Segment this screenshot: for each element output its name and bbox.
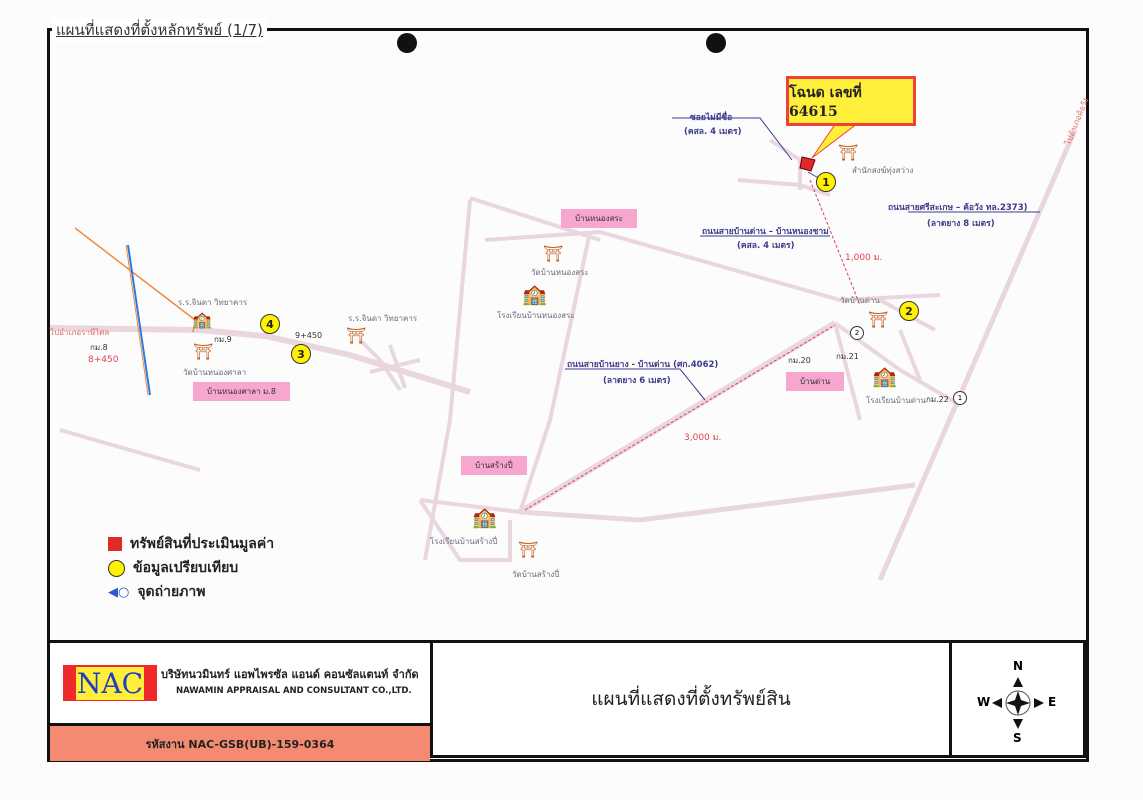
school-icon: 🏫 <box>872 364 897 388</box>
map-title: แผนที่แสดงที่ตั้งทรัพย์สิน <box>430 640 952 758</box>
comparable-marker: 4 <box>260 314 280 334</box>
temple-icon: ⛩ <box>868 310 889 329</box>
comparable-marker: 3 <box>291 344 311 364</box>
road-surface: (ลาดยาง 6 เมตร) <box>603 376 671 386</box>
village-label: บ้านด่าน <box>786 372 845 391</box>
compass-west: W <box>977 695 991 709</box>
company-logo: NAC <box>63 665 157 701</box>
legend-photo: จุดถ่ายภาพ <box>137 584 206 600</box>
temple-icon: ⛩ <box>543 244 564 263</box>
punch-hole <box>706 33 726 53</box>
leader-lines <box>565 117 1040 401</box>
road-surface: (คสล. 4 เมตร) <box>737 241 795 251</box>
compass-rose-icon <box>992 677 1044 729</box>
legend-comparable: ข้อมูลเปรียบเทียบ <box>133 560 239 576</box>
company-box: NAC บริษัทนวมินทร์ แอพไพรซัล แอนด์ คอนซั… <box>47 640 433 761</box>
deed-callout: โฉนด เลขที่ 64615 <box>786 76 916 126</box>
road-label: ถนนสายศรีสะเกษ – ค้อวัง ทล.2373) <box>888 203 1028 213</box>
place-label: วัดบ้านสร้างปี่ <box>512 570 560 579</box>
place-label: โรงเรียนบ้านสร้างปี่ <box>430 537 498 546</box>
comparable-icon <box>108 559 125 577</box>
road-label: ถนนสายบ้านยาง - บ้านด่าน (ศก.4062) <box>567 360 719 370</box>
place-label: ร.ร.จินดา วิทยาคาร <box>348 314 418 323</box>
road-surface: (ลาดยาง 8 เมตร) <box>927 219 995 229</box>
road-label: ซอยไม่มีชื่อ <box>690 113 733 123</box>
photo-point-icon: ◀○ <box>108 584 130 600</box>
roads <box>49 129 1078 581</box>
legend-property: ทรัพย์สินที่ประเมินมูลค่า <box>130 536 275 552</box>
photo-point-icon: 2 <box>850 326 864 340</box>
compass-south: S <box>1013 731 1022 745</box>
company-name-en: NAWAMIN APPRAISAL AND CONSULTANT CO.,LTD… <box>176 686 412 696</box>
temple-icon: ⛩ <box>838 143 859 162</box>
place-label: วัดบ้านหนองศาลา <box>183 368 247 377</box>
road-network <box>49 117 1078 581</box>
school-icon: 🏫 <box>522 282 547 306</box>
route-line <box>809 179 861 306</box>
property-marker <box>799 156 816 172</box>
temple-icon: ⛩ <box>193 342 214 361</box>
distance-label: 3,000 ม. <box>684 433 722 443</box>
photo-point-icon: 1 <box>953 391 967 405</box>
road-label: ถนนสายบ้านด่าน – บ้านหนองชาม <box>702 227 829 237</box>
place-label: โรงเรียนบ้านหนองสระ <box>497 311 575 320</box>
page-title: แผนที่แสดงที่ตั้งหลักทรัพย์ (1/7) <box>52 18 267 42</box>
job-code: รหัสงาน NAC-GSB(UB)-159-0364 <box>50 723 430 761</box>
canal-line <box>74 227 196 333</box>
direction-label: ไปอำเภอราษีไศล <box>50 328 110 337</box>
place-label: วัดบ้านด่าน <box>840 296 880 305</box>
school-icon: 🏫 <box>472 505 497 529</box>
legend: ทรัพย์สินที่ประเมินมูลค่า ข้อมูลเปรียบเท… <box>108 532 274 604</box>
km-post-label: กม.9 <box>214 335 232 344</box>
place-label: ร.ร.จินดา วิทยาคาร <box>178 298 248 307</box>
km-post-label: กม.22 <box>926 395 949 404</box>
place-label: สำนักสงฆ์ทุ่งสว่าง <box>852 166 914 175</box>
temple-icon: ⛩ <box>518 540 539 559</box>
property-marker-label: 1 <box>816 172 836 192</box>
place-label: วัดบ้านหนองสระ <box>531 268 589 277</box>
temple-icon: ⛩ <box>346 326 367 345</box>
compass-box: N S E W <box>949 640 1086 758</box>
property-icon <box>108 537 122 551</box>
compass-east: E <box>1048 695 1057 709</box>
place-label: โรงเรียนบ้านด่าน <box>866 396 926 405</box>
school-icon: 🏫 <box>192 310 212 329</box>
punch-hole <box>397 33 417 53</box>
logo-text: NAC <box>75 666 145 700</box>
distance-label: 1,000 ม. <box>845 253 883 263</box>
village-label: บ้านสร้างปี่ <box>461 456 527 475</box>
km-label: 8+450 <box>88 355 119 365</box>
km-label: 9+450 <box>295 331 323 340</box>
comparable-marker: 2 <box>899 301 919 321</box>
km-post-label: กม.21 <box>836 352 859 361</box>
village-label: บ้านหนองศาลา ม.8 <box>193 382 290 401</box>
title-block: NAC บริษัทนวมินทร์ แอพไพรซัล แอนด์ คอนซั… <box>47 640 1086 761</box>
river-line <box>127 244 151 396</box>
road-surface: (คสล. 4 เมตร) <box>684 127 742 137</box>
map-frame <box>47 28 1089 762</box>
village-label: บ้านหนองสระ <box>561 209 637 228</box>
km-post-label: กม.8 <box>90 343 108 352</box>
compass-north: N <box>1013 659 1024 673</box>
route-line <box>524 324 836 511</box>
company-name-th: บริษัทนวมินทร์ แอพไพรซัล แอนด์ คอนซัลแตน… <box>161 668 419 681</box>
km-post-label: กม.20 <box>788 356 811 365</box>
